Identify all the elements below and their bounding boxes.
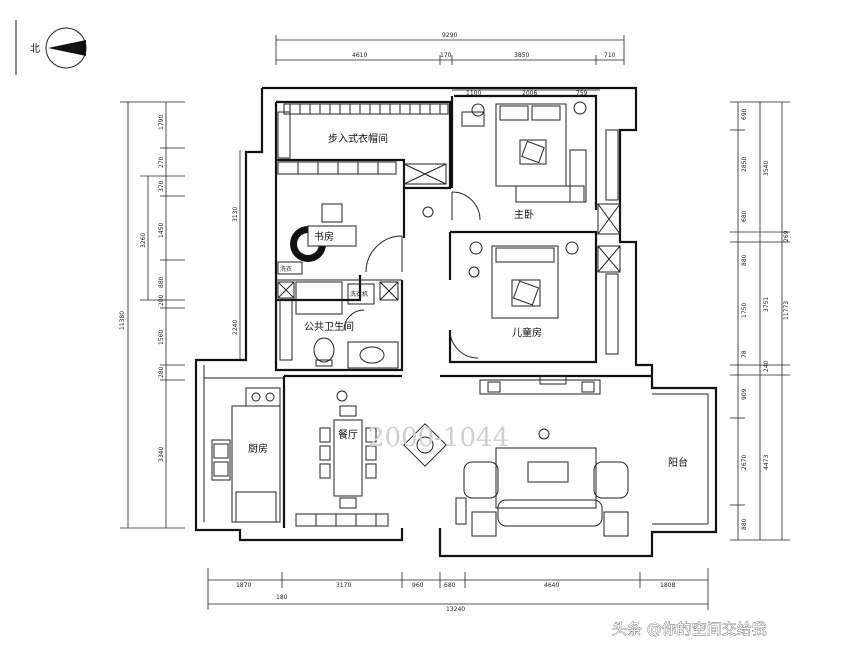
dim-right-total-2: 269: [783, 230, 790, 242]
dim-left-2: 270: [158, 156, 165, 168]
door-swings: [343, 191, 481, 359]
living-room: 阳台: [455, 375, 688, 537]
bottom-dimensions: 1870 3170 960 680 4640 1808 180 13240: [207, 568, 709, 613]
dim-right-total-1: 3540: [763, 161, 770, 176]
outer-walls: [194, 86, 718, 558]
dim-right-1: 690: [741, 108, 748, 120]
walkin-closet: 步入式衣帽间: [277, 103, 449, 185]
dim-bottom-5: 4640: [544, 582, 559, 589]
dim-bottom-3: 960: [412, 582, 424, 589]
kitchen: 厨房: [211, 387, 281, 523]
dim-bottom-4: 680: [444, 582, 456, 589]
dim-right-2: 2850: [741, 157, 748, 172]
room-label-dining: 餐厅: [338, 428, 358, 441]
dim-right-8: 2670: [741, 455, 748, 470]
dim-left-8: 280: [158, 366, 165, 378]
dim-left-total: 11380: [119, 311, 126, 330]
dim-top-inner-3: 759: [576, 90, 588, 97]
ceiling-lights: [336, 206, 550, 467]
dim-right-7: 909: [741, 388, 748, 400]
label-washer: 洗衣: [280, 265, 292, 273]
room-label-kitchen: 厨房: [248, 442, 268, 455]
dim-top-inner-1: 1100: [466, 90, 481, 97]
dim-left-7: 1560: [158, 330, 165, 345]
dim-bottom-total: 13240: [446, 606, 465, 613]
dining-area: 餐厅: [295, 405, 389, 527]
dim-right-total-6: 4473: [763, 455, 770, 470]
room-label-balcony: 阳台: [668, 456, 688, 469]
dim-left-6: 200: [158, 294, 165, 306]
dim-right-3: 680: [741, 210, 748, 222]
bathroom: 洗衣机 公共卫生间: [277, 281, 399, 369]
dim-right-total-4: 11773: [783, 301, 790, 320]
dim-bottom-small: 180: [276, 594, 288, 601]
study: 书房 洗衣: [277, 161, 397, 275]
room-label-bathroom: 公共卫生间: [304, 320, 354, 333]
dim-right-5: 1750: [741, 303, 748, 318]
dim-right-4: 880: [741, 254, 748, 266]
dim-right-6: 78: [741, 350, 748, 358]
dim-left-group-a: 3260: [140, 233, 147, 248]
dim-right-total-3: 3751: [763, 297, 770, 312]
dim-left-9: 3340: [158, 447, 165, 462]
dim-right-9: 880: [741, 518, 748, 530]
source-credit: 头条 @你的空间交给我: [612, 620, 767, 638]
dim-top-inner-2: 2006: [522, 90, 537, 97]
room-label-walkin-closet: 步入式衣帽间: [328, 132, 388, 145]
label-wardrobe-washer: 洗衣机: [350, 290, 368, 298]
dim-left-4: 1450: [158, 223, 165, 238]
dim-bottom-1: 1870: [236, 582, 251, 589]
dim-left-5: 880: [158, 276, 165, 288]
plan-watermark: 2000-1044: [368, 423, 509, 453]
top-dimensions: 9290 4610 170 3850 710 1100 2006 759: [275, 32, 625, 97]
north-label: 北: [30, 43, 40, 55]
dim-top-4: 710: [604, 52, 616, 59]
dim-bottom-2: 3170: [336, 582, 351, 589]
kids-room: 儿童房: [469, 241, 621, 355]
dim-top-2: 170: [440, 52, 452, 59]
dim-left-group-c: 2240: [232, 320, 239, 335]
dim-left-1: 1790: [158, 115, 165, 130]
room-label-study: 书房: [314, 230, 334, 243]
dim-top-3: 3850: [514, 52, 529, 59]
master-bedroom: 主卧: [461, 101, 621, 235]
room-label-master-bedroom: 主卧: [514, 208, 534, 221]
left-dimensions: 11380 3260 1790 270 370 1450 880 200 156…: [119, 101, 241, 529]
dim-top-total: 9290: [442, 32, 457, 39]
room-label-kids-room: 儿童房: [512, 326, 542, 339]
dim-left-group-b: 3130: [232, 207, 239, 222]
dim-top-1: 4610: [352, 52, 367, 59]
right-dimensions: 690 2850 680 880 1750 78 909 2670 880 35…: [730, 101, 790, 541]
dim-bottom-6: 1808: [660, 582, 675, 589]
interior-walls: [204, 94, 652, 528]
north-compass: 北: [15, 20, 87, 75]
dim-right-total-5: 240: [763, 360, 770, 372]
dim-left-3: 370: [158, 180, 165, 192]
